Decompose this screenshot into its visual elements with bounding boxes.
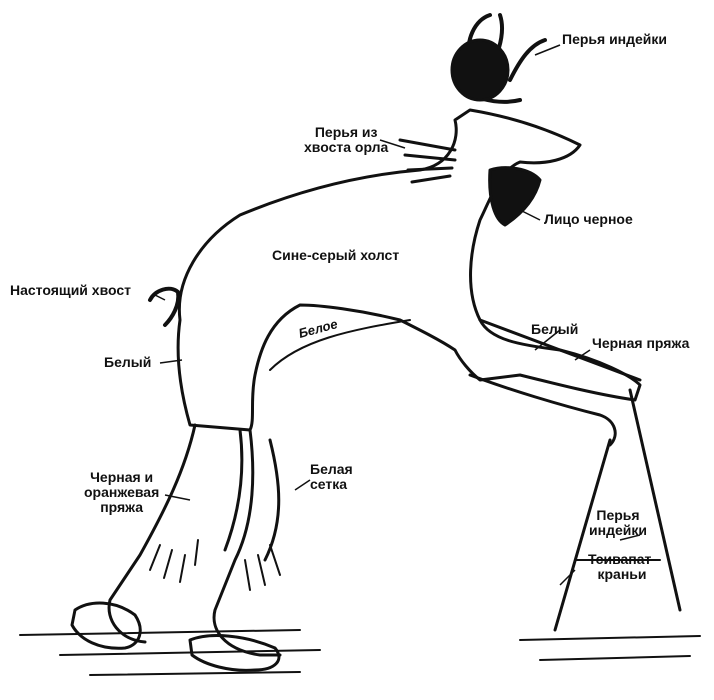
headdress-dark-mass (452, 40, 508, 100)
tsivapat-krani-label: Тсивапат- краньи (588, 552, 656, 582)
belly-band (270, 320, 410, 370)
black-orange-yarn-label: Черная и оранжевая пряжа (84, 470, 159, 515)
hind-leg-right (214, 430, 280, 655)
white-net-label: Белая сетка (310, 462, 353, 492)
dancer-body-outline (178, 110, 640, 430)
hind-leg-left-inner (225, 430, 242, 550)
hind-leg-left (109, 425, 195, 642)
hind-leg-right-outer (265, 440, 279, 560)
turkey-feathers-top-label: Перья индейки (562, 32, 667, 47)
front-leg-lower (470, 375, 615, 445)
real-tail-label: Настоящий хвост (10, 283, 131, 298)
leg-fringe (150, 540, 280, 590)
left-moccasin (72, 603, 140, 648)
eagle-tail-feathers-label: Перья из хвоста орла (304, 125, 388, 155)
annotation-arrows (155, 45, 640, 585)
white-left-label: Белый (104, 355, 151, 370)
black-yarn-label: Черная пряжа (592, 336, 689, 351)
turkey-feathers-stick-label: Перья индейки (589, 508, 647, 538)
white-right-label: Белый (531, 322, 578, 337)
ground-lines (20, 630, 700, 675)
blue-grey-canvas-label: Сине-серый холст (272, 248, 399, 263)
eagle-feathers (400, 140, 455, 182)
real-tail (150, 289, 178, 325)
face-black-label: Лицо черное (544, 212, 633, 227)
